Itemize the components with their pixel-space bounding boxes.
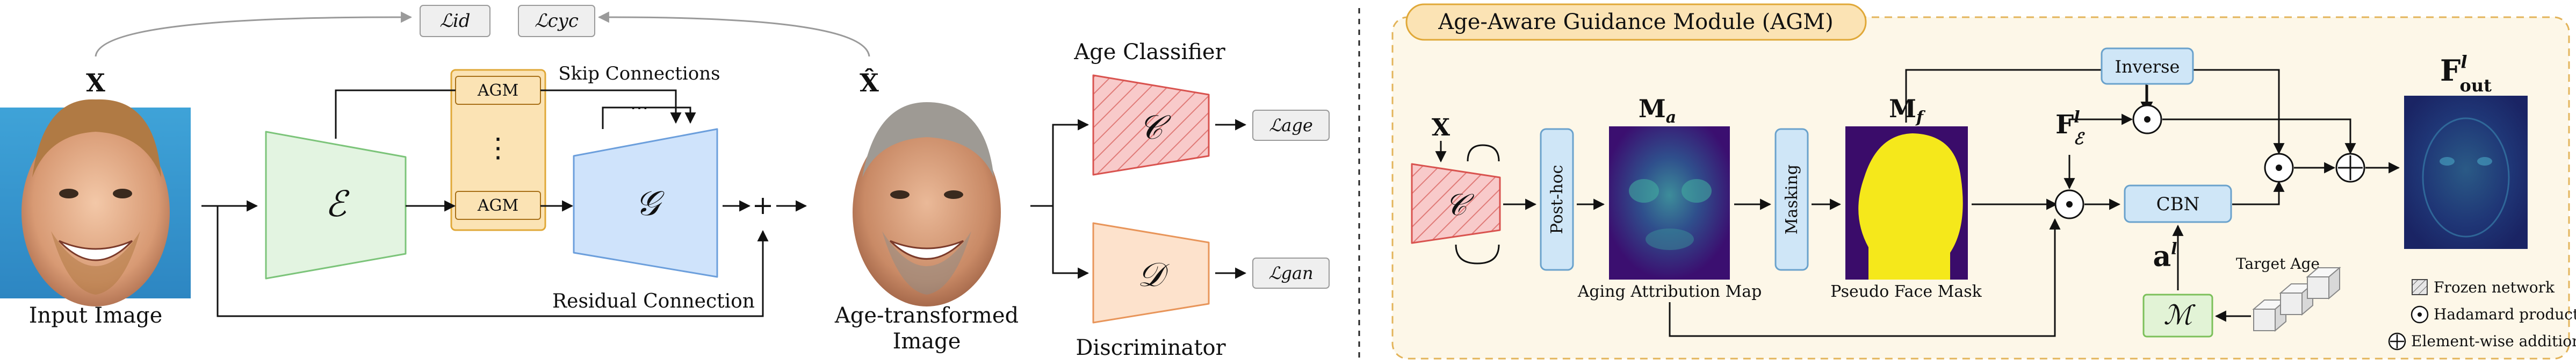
- loss-gan-label: ℒgan: [1268, 263, 1313, 283]
- masking-block: Masking: [1774, 128, 1809, 271]
- hadamard-node-main: [2054, 189, 2084, 219]
- cycle-arc-left: [95, 11, 413, 57]
- agm-module-panel: Age-Aware Guidance Module (AGM) X 𝒞 Post…: [1391, 3, 2576, 360]
- loss-age-box: ℒage: [1252, 110, 1330, 141]
- agm-top-to-generator: [540, 89, 682, 124]
- age-transformed-label-line1: Age-transformed: [834, 303, 1019, 328]
- skip-connections-label: Skip Connections: [558, 63, 720, 84]
- post-hoc-block: Post-hoc: [1540, 128, 1574, 271]
- agm-column: AGM ⋮ AGM: [450, 69, 546, 231]
- agm-module-title-box: [1405, 3, 1867, 41]
- agm-vertical-dots: ⋮: [485, 132, 511, 163]
- inverse-hadamard-to-add-line: [2162, 118, 2356, 155]
- target-age-one-hot-cubes: [2252, 266, 2341, 332]
- mf-label: Mf: [1889, 94, 1926, 127]
- loss-id-box: ℒid: [420, 5, 490, 37]
- hadamard-node-output: [2264, 153, 2294, 183]
- agm-input-x-label: X: [1432, 114, 1451, 141]
- arrow-to-classifier: [1030, 119, 1089, 207]
- input-face-image: [0, 99, 191, 306]
- mapping-network-block: ℳ: [2142, 294, 2213, 338]
- arrow-to-discriminator: [1052, 206, 1089, 279]
- aging-attribution-heatmap: [1609, 126, 1730, 280]
- agm-classifier-loop-bottom: [1455, 244, 1500, 265]
- legend-hadamard-label: Hadamard product: [2434, 305, 2576, 323]
- mask-to-final-hadamard-line: [1905, 69, 2285, 155]
- loss-cyc-label: ℒcyc: [535, 10, 579, 32]
- attribution-bottom-line: [1669, 218, 2061, 337]
- mapping-symbol: ℳ: [2163, 299, 2196, 331]
- legend-frozen-swatch: [2412, 279, 2428, 295]
- ma-label: Ma: [1639, 94, 1676, 127]
- age-transformed-label-line2: Image: [893, 329, 961, 354]
- encoder-to-agm-top: [335, 89, 456, 139]
- cbn-to-hadamard-arrow: [2232, 180, 2285, 205]
- loss-cyc-box: ℒcyc: [518, 5, 595, 37]
- inverse-label: Inverse: [2115, 56, 2180, 77]
- skip-connection-line: [602, 106, 696, 129]
- legend-add-label: Element-wise addition: [2411, 332, 2576, 350]
- residual-plus-symbol: +: [752, 190, 774, 220]
- inverse-block: Inverse: [2101, 47, 2194, 85]
- loss-gan-box: ℒgan: [1252, 258, 1330, 289]
- skip-connections-dots: ⋯: [630, 97, 648, 119]
- input-image-label: Input Image: [29, 303, 163, 328]
- discriminator-block: 𝒟: [1092, 222, 1210, 324]
- agm-frozen-classifier: 𝒞: [1411, 163, 1501, 244]
- legend-frozen-label: Frozen network: [2434, 279, 2555, 296]
- output-x-label: X̂: [860, 68, 879, 97]
- cycle-arc-right: [597, 11, 870, 57]
- target-age-label: Target Age: [2236, 255, 2320, 273]
- elementwise-add-node: [2335, 153, 2365, 183]
- input-x-label: X: [86, 68, 105, 97]
- output-feature-map: [2404, 96, 2528, 249]
- agm-classifier-loop-top: [1467, 144, 1500, 162]
- a-label: al: [2153, 240, 2177, 273]
- cbn-label: CBN: [2156, 194, 2200, 215]
- loss-id-label: ℒid: [439, 10, 470, 32]
- discriminator-label: Discriminator: [1076, 336, 1226, 360]
- pseudo-face-mask-label: Pseudo Face Mask: [1830, 282, 1982, 301]
- aging-attribution-map-label: Aging Attribution Map: [1577, 282, 1762, 301]
- generator-block: 𝒢: [573, 128, 718, 278]
- age-classifier-block: 𝒞: [1092, 74, 1210, 176]
- output-face-image: [832, 102, 1022, 306]
- agm-label-bottom: AGM: [477, 196, 518, 215]
- post-hoc-label: Post-hoc: [1548, 165, 1567, 234]
- age-classifier-label: Age Classifier: [1073, 40, 1225, 65]
- encoder-symbol: ℰ: [325, 183, 350, 225]
- encoder-block: ℰ: [265, 131, 407, 280]
- hadamard-node-inverse: [2132, 104, 2162, 134]
- cbn-block: CBN: [2124, 184, 2232, 223]
- residual-connection-label: Residual Connection: [552, 290, 755, 312]
- masking-label: Masking: [1783, 165, 1801, 234]
- pseudo-face-mask-image: [1845, 126, 1968, 280]
- fe-to-inverse-hadamard-line: [2068, 113, 2133, 125]
- legend: Frozen network Hadamard product Element-…: [2388, 279, 2576, 351]
- agm-label-top: AGM: [477, 81, 518, 100]
- left-panel: ℒid ℒcyc X Input Image Residual Connecti…: [0, 5, 1330, 360]
- loss-age-label: ℒage: [1269, 115, 1313, 135]
- residual-connection-line: [217, 206, 769, 317]
- agm-module-title: Age-Aware Guidance Module (AGM): [1438, 10, 1833, 34]
